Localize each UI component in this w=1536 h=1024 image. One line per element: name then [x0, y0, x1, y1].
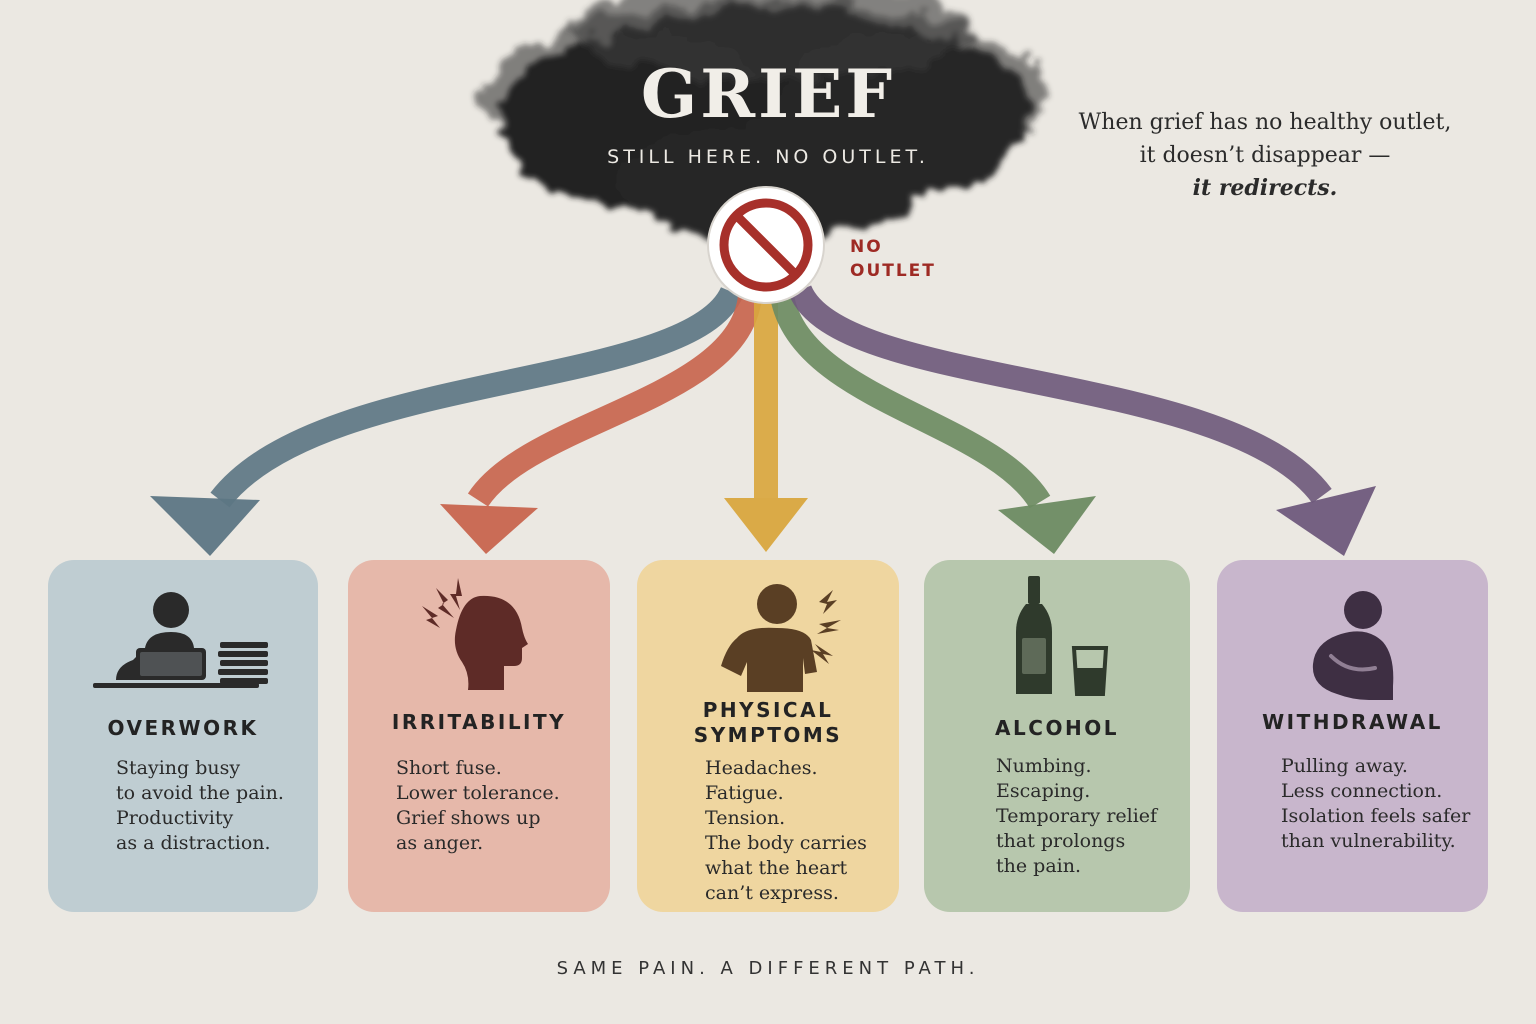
card-irritability: IRRITABILITY Short fuse. Lower tolerance… — [348, 560, 610, 912]
card-description-line: Grief shows up — [396, 807, 541, 829]
side-note-line: it doesn’t disappear — — [1139, 143, 1391, 168]
card-description-line: Less connection. — [1281, 780, 1443, 802]
card-title: PHYSICAL SYMPTOMS — [637, 698, 899, 748]
card-description-line: Productivity — [116, 807, 234, 829]
card-description-line: what the heart — [705, 857, 848, 879]
card-description: Headaches. Fatigue. Tension. The body ca… — [705, 756, 867, 906]
card-physical-symptoms: PHYSICAL SYMPTOMS Headaches. Fatigue. Te… — [637, 560, 899, 912]
person-hugging-knees-icon — [1312, 591, 1394, 700]
card-title-line: PHYSICAL — [702, 698, 834, 722]
card-description-line: Short fuse. — [396, 757, 502, 779]
card-title: WITHDRAWAL — [1217, 710, 1488, 735]
card-description-line: can’t express. — [705, 882, 839, 904]
card-description: Short fuse. Lower tolerance. Grief shows… — [396, 756, 560, 856]
card-title: OVERWORK — [48, 716, 318, 741]
card-title: ALCOHOL — [924, 716, 1190, 741]
card-description: Numbing. Escaping. Temporary relief that… — [996, 754, 1157, 879]
arrow-irritability — [467, 294, 762, 508]
card-overwork: OVERWORK Staying busy to avoid the pain.… — [48, 560, 318, 912]
no-outlet-label: NO OUTLET — [850, 235, 970, 283]
no-outlet-icon — [707, 186, 825, 304]
card-description: Pulling away. Less connection. Isolation… — [1281, 754, 1470, 854]
card-description-line: Escaping. — [996, 780, 1091, 802]
card-description-line: Temporary relief — [996, 805, 1158, 827]
card-description-line: Fatigue. — [705, 782, 784, 804]
card-description-line: Lower tolerance. — [396, 782, 560, 804]
card-title-line: WITHDRAWAL — [1262, 710, 1443, 734]
card-description: Staying busy to avoid the pain. Producti… — [116, 756, 284, 856]
redirect-arrows — [150, 284, 1376, 556]
arrowhead-overwork — [150, 496, 260, 556]
card-description-line: as anger. — [396, 832, 484, 854]
card-title-line: IRRITABILITY — [391, 710, 567, 734]
card-alcohol: ALCOHOL Numbing. Escaping. Temporary rel… — [924, 560, 1190, 912]
footer-tagline: SAME PAIN. A DIFFERENT PATH. — [556, 958, 980, 979]
card-title: IRRITABILITY — [348, 710, 610, 735]
arrowhead-alcohol — [998, 496, 1096, 554]
card-title-line: OVERWORK — [107, 716, 259, 740]
page-title: GRIEF — [640, 55, 896, 133]
person-at-laptop-icon — [93, 592, 268, 688]
card-description-line: Tension. — [705, 807, 786, 829]
card-title-line: SYMPTOMS — [693, 723, 843, 747]
arrow-alcohol — [770, 293, 1051, 509]
card-description-line: Isolation feels safer — [1281, 805, 1471, 827]
side-note-line: When grief has no healthy outlet, — [1078, 110, 1452, 135]
person-shoulder-pain-icon — [721, 584, 841, 692]
card-description-line: The body carries — [705, 832, 867, 854]
card-description-line: Numbing. — [996, 755, 1092, 777]
bottle-and-glass-icon — [1016, 576, 1109, 696]
no-outlet-label-line: OUTLET — [850, 261, 936, 281]
card-description-line: as a distraction. — [116, 832, 271, 854]
side-note: When grief has no healthy outlet, it doe… — [1062, 106, 1468, 205]
card-withdrawal: WITHDRAWAL Pulling away. Less connection… — [1217, 560, 1488, 912]
arrow-withdrawal — [788, 284, 1332, 504]
no-outlet-label-line: NO — [850, 237, 883, 257]
head-lightning-icon — [422, 578, 528, 690]
card-description-line: the pain. — [996, 855, 1081, 877]
arrowhead-irritability — [440, 504, 538, 554]
card-description-line: than vulnerability. — [1281, 830, 1456, 852]
smoke-cloud — [483, 0, 1053, 240]
card-description-line: Headaches. — [705, 757, 818, 779]
arrow-overwork — [210, 286, 744, 508]
card-description-line: Pulling away. — [1281, 755, 1408, 777]
card-description-line: to avoid the pain. — [116, 782, 284, 804]
card-description-line: Staying busy — [116, 757, 241, 779]
page-subtitle: STILL HERE. NO OUTLET. — [607, 146, 929, 168]
card-title-line: ALCOHOL — [995, 716, 1119, 740]
arrowhead-physical-symptoms — [724, 498, 808, 552]
arrowhead-withdrawal — [1276, 486, 1376, 556]
side-note-emphasis: it redirects. — [1192, 175, 1338, 201]
card-description-line: that prolongs — [996, 830, 1126, 852]
